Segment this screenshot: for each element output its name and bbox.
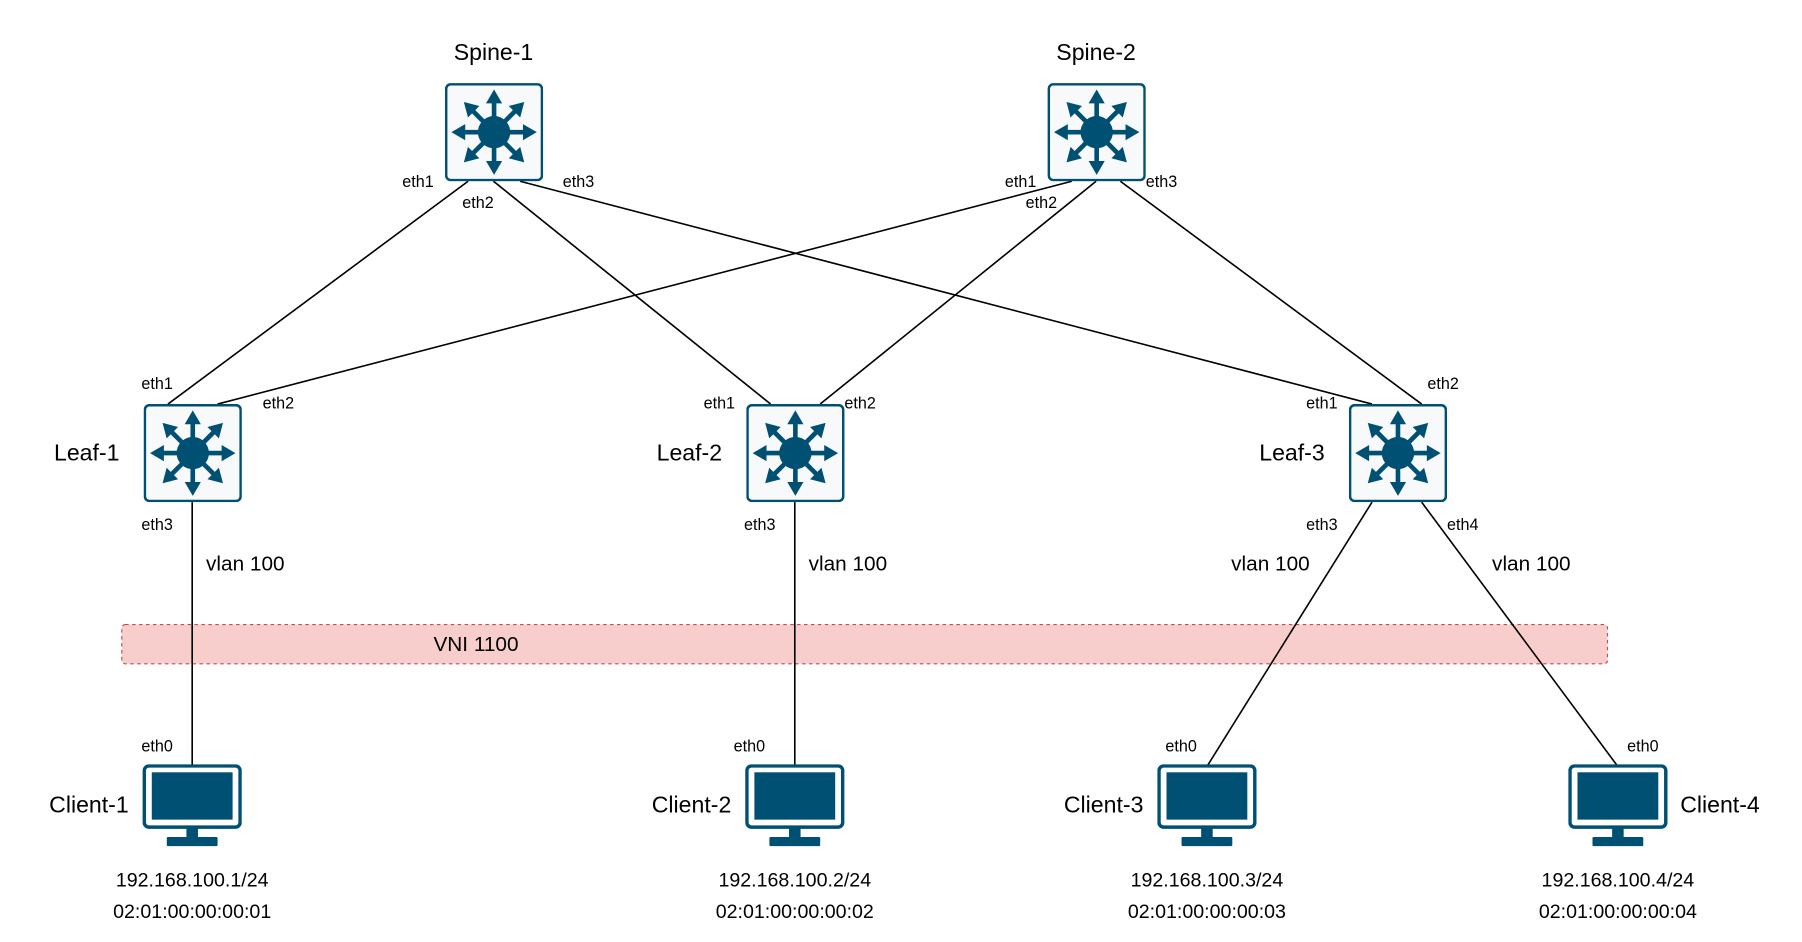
port-label: eth1 <box>1306 395 1337 413</box>
client-2-monitor-icon[interactable] <box>745 764 845 848</box>
client-2-ip: 192.168.100.2/24 <box>718 870 871 892</box>
link-spine1-leaf3 <box>519 180 1373 405</box>
link-spine2-leaf1 <box>217 180 1073 405</box>
link-spine2-leaf3 <box>1119 180 1423 405</box>
link-leaf3-client3 <box>1206 501 1373 767</box>
leaf-3-switch-icon[interactable] <box>1350 405 1446 501</box>
port-label: eth3 <box>1146 173 1177 191</box>
client-1-ip: 192.168.100.1/24 <box>116 870 269 892</box>
client-3-ip: 192.168.100.3/24 <box>1131 870 1284 892</box>
port-label: eth1 <box>1005 173 1036 191</box>
spine-1-switch-icon[interactable] <box>446 84 542 180</box>
client-4-monitor-icon[interactable] <box>1568 764 1668 848</box>
port-label: eth2 <box>1026 194 1057 212</box>
client-2-label: Client-2 <box>652 792 732 818</box>
links <box>167 180 1619 768</box>
leaf-2-label: Leaf-2 <box>657 440 722 466</box>
client-1-monitor-icon[interactable] <box>142 764 242 848</box>
link-spine2-leaf2 <box>819 180 1097 405</box>
client-3-mac: 02:01:00:00:00:03 <box>1128 901 1286 923</box>
port-label: eth2 <box>263 395 294 413</box>
client-2: Client-2 eth0 192.168.100.2/24 02:01:00:… <box>652 738 874 923</box>
leaf-1-switch-icon[interactable] <box>145 405 241 501</box>
vlan-label: vlan 100 <box>1231 552 1310 575</box>
vni-label: VNI 1100 <box>433 633 518 656</box>
leaf-2-switch-icon[interactable] <box>747 405 843 501</box>
port-label: eth3 <box>1306 516 1337 534</box>
client-2-mac: 02:01:00:00:00:02 <box>716 901 874 923</box>
port-label: eth1 <box>704 395 735 413</box>
client-3-label: Client-3 <box>1064 792 1144 818</box>
port-label: eth2 <box>844 395 875 413</box>
spine-1-label: Spine-1 <box>454 39 534 65</box>
leaf-1-label: Leaf-1 <box>54 440 119 466</box>
port-label: eth3 <box>744 516 775 534</box>
port-label: eth1 <box>402 173 433 191</box>
spine-2-label: Spine-2 <box>1056 39 1136 65</box>
client-4: Client-4 eth0 192.168.100.4/24 02:01:00:… <box>1539 738 1760 923</box>
port-label: eth2 <box>1427 375 1458 393</box>
port-label: eth3 <box>141 516 172 534</box>
vni-band <box>121 623 1609 665</box>
client-4-label: Client-4 <box>1680 792 1760 818</box>
client-3-monitor-icon[interactable] <box>1157 764 1257 848</box>
client-1-label: Client-1 <box>49 792 129 818</box>
client-1-mac: 02:01:00:00:00:01 <box>113 901 271 923</box>
client-1: Client-1 eth0 192.168.100.1/24 02:01:00:… <box>49 738 271 923</box>
port-label: eth0 <box>1627 738 1658 756</box>
vlan-label: vlan 100 <box>1492 552 1571 575</box>
vlan-label: vlan 100 <box>809 552 888 575</box>
port-label: eth0 <box>1165 738 1196 756</box>
link-leaf3-client4 <box>1420 501 1619 768</box>
vlan-label: vlan 100 <box>206 552 285 575</box>
port-label: eth0 <box>141 738 172 756</box>
port-label: eth3 <box>563 173 594 191</box>
link-spine1-leaf1 <box>167 180 469 405</box>
client-4-ip: 192.168.100.4/24 <box>1542 870 1695 892</box>
client-3: Client-3 eth0 192.168.100.3/24 02:01:00:… <box>1064 738 1286 923</box>
link-spine1-leaf2 <box>492 180 772 405</box>
port-label: eth1 <box>141 375 172 393</box>
port-label: eth4 <box>1447 516 1478 534</box>
spine-2-switch-icon[interactable] <box>1049 84 1145 180</box>
leaf-3-label: Leaf-3 <box>1259 440 1324 466</box>
port-label: eth0 <box>734 738 765 756</box>
client-4-mac: 02:01:00:00:00:04 <box>1539 901 1697 923</box>
port-label: eth2 <box>462 194 493 212</box>
